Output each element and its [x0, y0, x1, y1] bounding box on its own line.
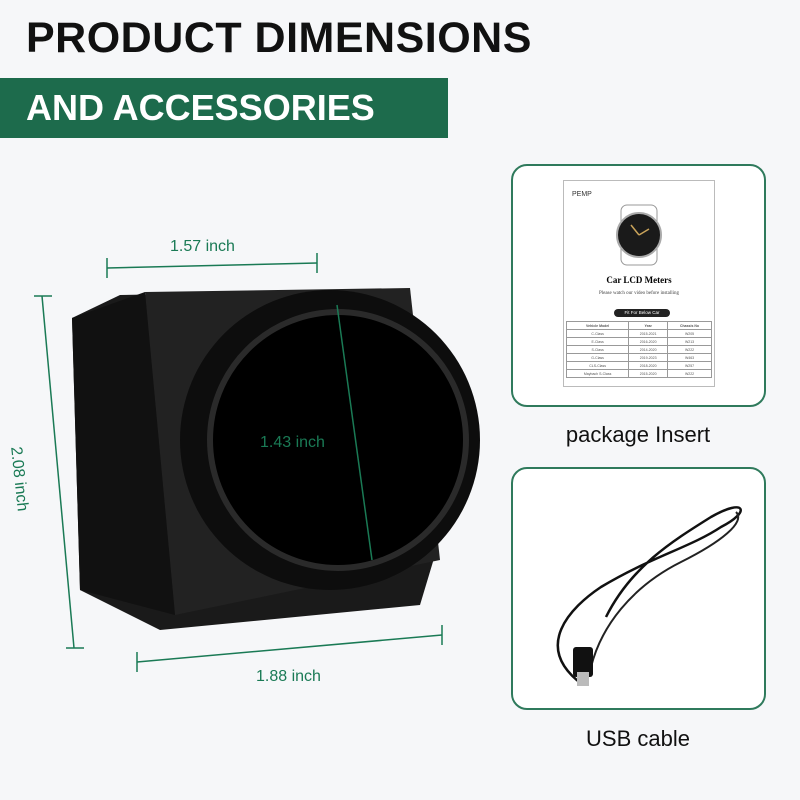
- dimension-lines: [34, 253, 443, 672]
- table-cell: Maybach S-Class: [565, 369, 630, 378]
- usb-cable-caption: USB cable: [586, 726, 690, 751]
- table-cell: 2019-2023: [628, 353, 669, 362]
- table-cell: W222: [667, 369, 712, 378]
- table-cell: 2015-2021: [628, 329, 669, 338]
- col-header: Vehicle Model: [565, 321, 630, 330]
- table-cell: CLS-Class: [565, 361, 630, 370]
- table-cell: 2014-2020: [628, 345, 669, 354]
- section-banner: AND ACCESSORIES: [0, 78, 448, 138]
- watch-icon: [616, 204, 662, 266]
- fit-label: Fit For Below Car: [614, 309, 670, 317]
- package-insert-caption: package Insert: [565, 422, 711, 447]
- table-cell: W213: [667, 337, 712, 346]
- usb-cable-icon: [556, 506, 742, 687]
- table-cell: C-Class: [565, 329, 630, 338]
- table-cell: W205: [667, 329, 712, 338]
- bottom-width-label: 1.88 inch: [256, 668, 321, 685]
- banner-text: AND ACCESSORIES: [26, 87, 375, 128]
- package-insert-image: PEMP Car LCD Meters Please watch our vid…: [563, 180, 715, 387]
- insert-subtitle: Please watch our video before installing: [598, 291, 680, 296]
- table-cell: 2015-2020: [628, 369, 669, 378]
- meter-body: [72, 288, 480, 630]
- screen-diameter-label: 1.43 inch: [260, 434, 325, 451]
- insert-title: Car LCD Meters: [606, 275, 672, 285]
- page-title: PRODUCT DIMENSIONS: [26, 14, 532, 62]
- table-cell: W463: [667, 353, 712, 362]
- table-cell: W257: [667, 361, 712, 370]
- table-cell: E-Class: [565, 337, 630, 346]
- col-header: Year: [628, 321, 669, 330]
- table-cell: S-Class: [565, 345, 630, 354]
- brand-logo: PEMP: [572, 191, 592, 198]
- table-cell: 2018-2020: [628, 361, 669, 370]
- table-cell: 2016-2020: [628, 337, 669, 346]
- top-width-label: 1.57 inch: [170, 238, 235, 255]
- col-header: Chassis No: [667, 321, 712, 330]
- table-cell: G-Class: [565, 353, 630, 362]
- usb-cable-card: [511, 467, 766, 710]
- product-illustration: [34, 253, 480, 672]
- table-cell: W222: [667, 345, 712, 354]
